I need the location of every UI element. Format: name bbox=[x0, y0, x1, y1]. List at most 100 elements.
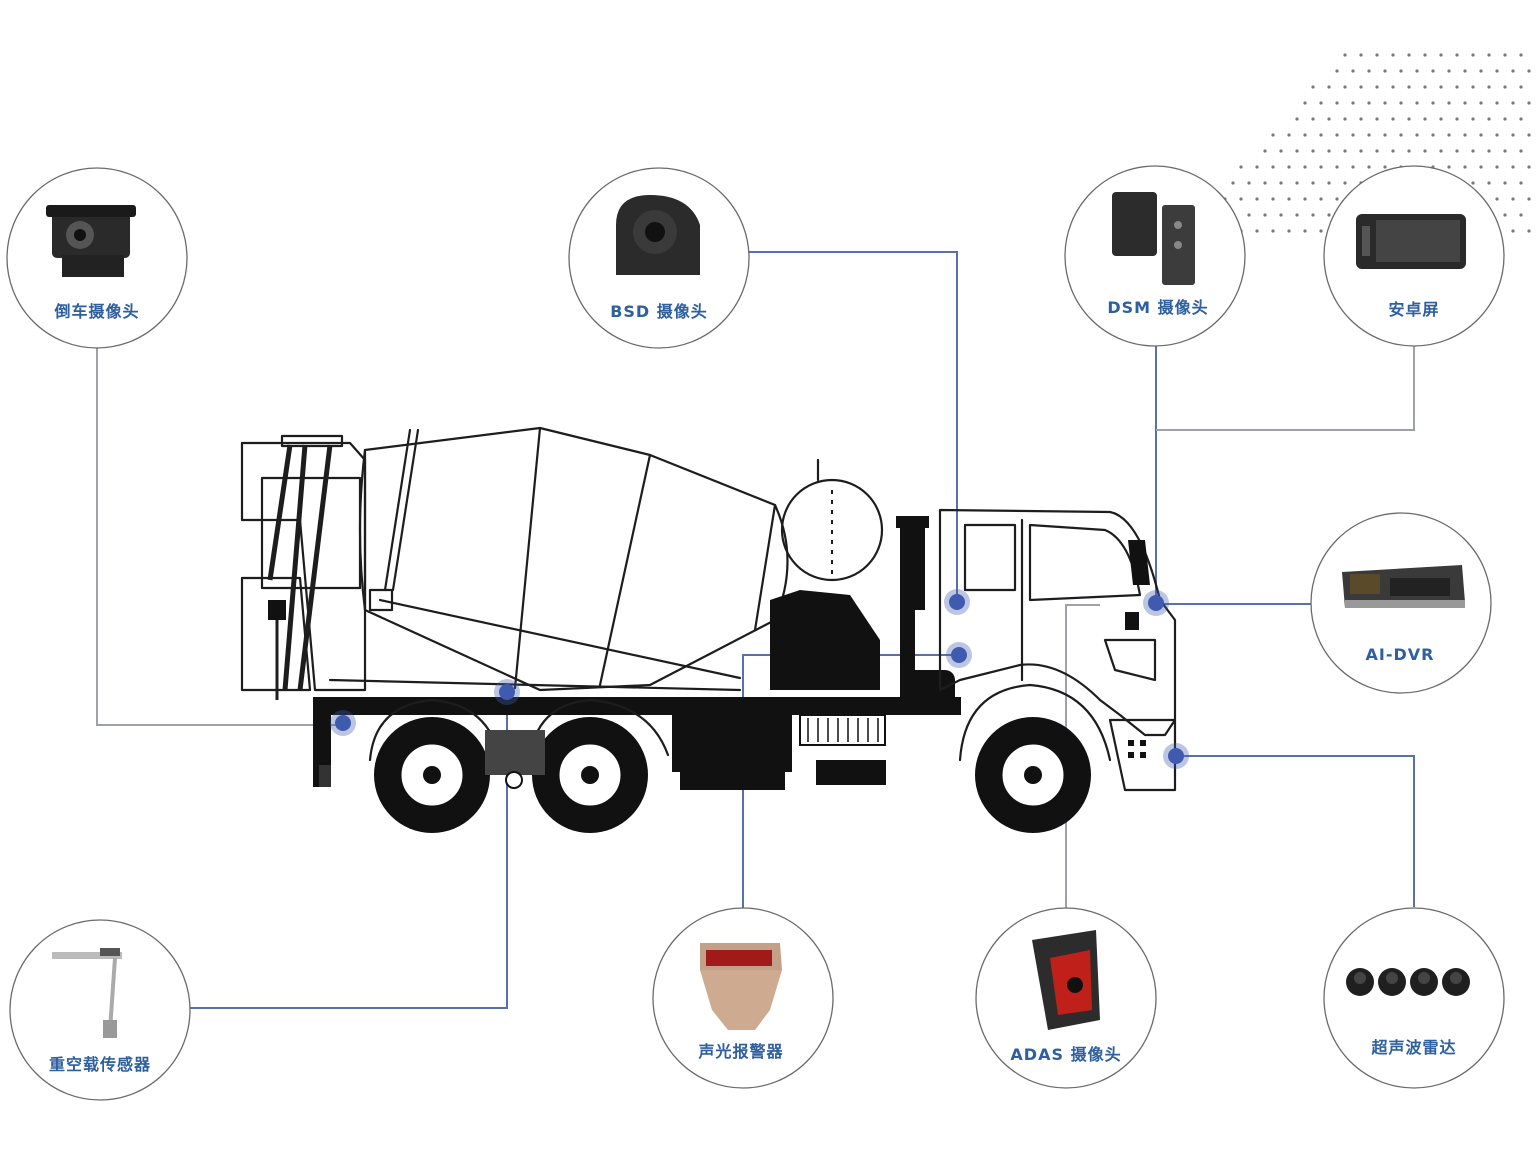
pattern-dot bbox=[1527, 229, 1531, 233]
pattern-dot bbox=[1471, 149, 1475, 153]
component-adas-camera[interactable]: ADAS 摄像头 bbox=[975, 907, 1157, 1089]
pattern-dot bbox=[1479, 133, 1483, 137]
dsm-camera-label: DSM 摄像头 bbox=[1107, 298, 1208, 317]
pattern-dot bbox=[1231, 181, 1235, 185]
pattern-dot bbox=[1303, 101, 1307, 105]
component-reverse-camera[interactable]: 倒车摄像头 bbox=[6, 167, 188, 349]
pattern-dot bbox=[1367, 69, 1371, 73]
pattern-dot bbox=[1479, 101, 1483, 105]
pattern-dot bbox=[1503, 213, 1507, 217]
front-wheel bbox=[975, 717, 1091, 833]
pattern-dot bbox=[1383, 69, 1387, 73]
pattern-dot bbox=[1375, 149, 1379, 153]
component-ai-dvr[interactable]: AI-DVR bbox=[1310, 512, 1492, 694]
android-screen-label: 安卓屏 bbox=[1388, 300, 1439, 319]
pattern-dot bbox=[1511, 197, 1515, 201]
pattern-dot bbox=[1407, 85, 1411, 89]
truck-rear-bumper bbox=[313, 697, 331, 787]
pattern-dot bbox=[1487, 149, 1491, 153]
pattern-dot bbox=[1319, 197, 1323, 201]
load-sensor-label: 重空载传感器 bbox=[49, 1055, 151, 1074]
pattern-dot bbox=[1391, 117, 1395, 121]
component-ultrasonic-radar[interactable]: 超声波雷达 bbox=[1323, 907, 1505, 1089]
lead-reverse-camera bbox=[96, 348, 343, 726]
pattern-dot bbox=[1463, 69, 1467, 73]
pattern-dot bbox=[1503, 149, 1507, 153]
pattern-dot bbox=[1327, 213, 1331, 217]
pattern-dot bbox=[1303, 229, 1307, 233]
pattern-dot bbox=[1279, 213, 1283, 217]
truck-cab bbox=[938, 508, 1177, 737]
pattern-dot bbox=[1431, 133, 1435, 137]
pattern-dot bbox=[1407, 117, 1411, 121]
install-markers bbox=[330, 589, 1189, 769]
pattern-dot bbox=[1287, 197, 1291, 201]
ultrasonic-radar-label: 超声波雷达 bbox=[1370, 1038, 1456, 1057]
pattern-dot bbox=[1391, 53, 1395, 57]
pattern-dot bbox=[1343, 117, 1347, 121]
pattern-dot bbox=[1263, 213, 1267, 217]
pattern-dot bbox=[1351, 165, 1355, 169]
pattern-dot bbox=[1343, 53, 1347, 57]
pattern-dot bbox=[1463, 101, 1467, 105]
pattern-dot bbox=[1487, 85, 1491, 89]
pattern-dot bbox=[1415, 133, 1419, 137]
side-mirror bbox=[1128, 540, 1150, 585]
pattern-dot bbox=[1287, 229, 1291, 233]
pattern-dot bbox=[1279, 181, 1283, 185]
pattern-dot bbox=[1311, 85, 1315, 89]
bsd-camera-label: BSD 摄像头 bbox=[610, 302, 708, 321]
pattern-dot bbox=[1447, 133, 1451, 137]
pattern-dot bbox=[1375, 85, 1379, 89]
pattern-dot bbox=[1423, 85, 1427, 89]
pattern-dot bbox=[1343, 85, 1347, 89]
screen-icon bbox=[1356, 214, 1466, 269]
component-load-sensor[interactable]: 重空载传感器 bbox=[9, 919, 191, 1101]
pattern-dot bbox=[1495, 197, 1499, 201]
pattern-dot bbox=[1455, 85, 1459, 89]
pattern-dot bbox=[1527, 197, 1531, 201]
alarm-icon bbox=[700, 943, 782, 1030]
pattern-dot bbox=[1287, 165, 1291, 169]
leader-lines bbox=[96, 251, 1415, 1009]
pattern-dot bbox=[1519, 53, 1523, 57]
pattern-dot bbox=[1303, 133, 1307, 137]
pattern-dot bbox=[1383, 101, 1387, 105]
pattern-dot bbox=[1399, 69, 1403, 73]
pattern-dot bbox=[1271, 165, 1275, 169]
pattern-dot bbox=[1319, 229, 1323, 233]
component-bsd-camera[interactable]: BSD 摄像头 bbox=[568, 167, 750, 349]
pattern-dot bbox=[1359, 53, 1363, 57]
pattern-dot bbox=[1511, 69, 1515, 73]
pattern-dot bbox=[1439, 85, 1443, 89]
pattern-dot bbox=[1495, 165, 1499, 169]
component-dsm-camera[interactable]: DSM 摄像头 bbox=[1064, 165, 1246, 347]
pattern-dot bbox=[1375, 53, 1379, 57]
pattern-dot bbox=[1343, 149, 1347, 153]
pattern-dot bbox=[1399, 133, 1403, 137]
pattern-dot bbox=[1271, 133, 1275, 137]
pattern-dot bbox=[1279, 149, 1283, 153]
pattern-dot bbox=[1455, 53, 1459, 57]
pattern-dot bbox=[1351, 101, 1355, 105]
pattern-dot bbox=[1519, 149, 1523, 153]
pattern-dot bbox=[1375, 117, 1379, 121]
component-alarm[interactable]: 声光报警器 bbox=[652, 907, 834, 1089]
radar-icon bbox=[1346, 968, 1470, 996]
pattern-dot bbox=[1303, 165, 1307, 169]
pattern-dot bbox=[1255, 229, 1259, 233]
pattern-dot bbox=[1407, 149, 1411, 153]
pattern-dot bbox=[1527, 69, 1531, 73]
pattern-dot bbox=[1295, 149, 1299, 153]
pattern-dot bbox=[1511, 165, 1515, 169]
pattern-dot bbox=[1463, 133, 1467, 137]
pattern-dot bbox=[1503, 85, 1507, 89]
component-android-screen[interactable]: 安卓屏 bbox=[1323, 165, 1505, 347]
pattern-dot bbox=[1295, 117, 1299, 121]
pattern-dot bbox=[1327, 181, 1331, 185]
reverse-camera-icon bbox=[46, 205, 136, 277]
pattern-dot bbox=[1511, 133, 1515, 137]
rear-wheel-2 bbox=[532, 717, 648, 833]
pattern-dot bbox=[1367, 165, 1371, 169]
